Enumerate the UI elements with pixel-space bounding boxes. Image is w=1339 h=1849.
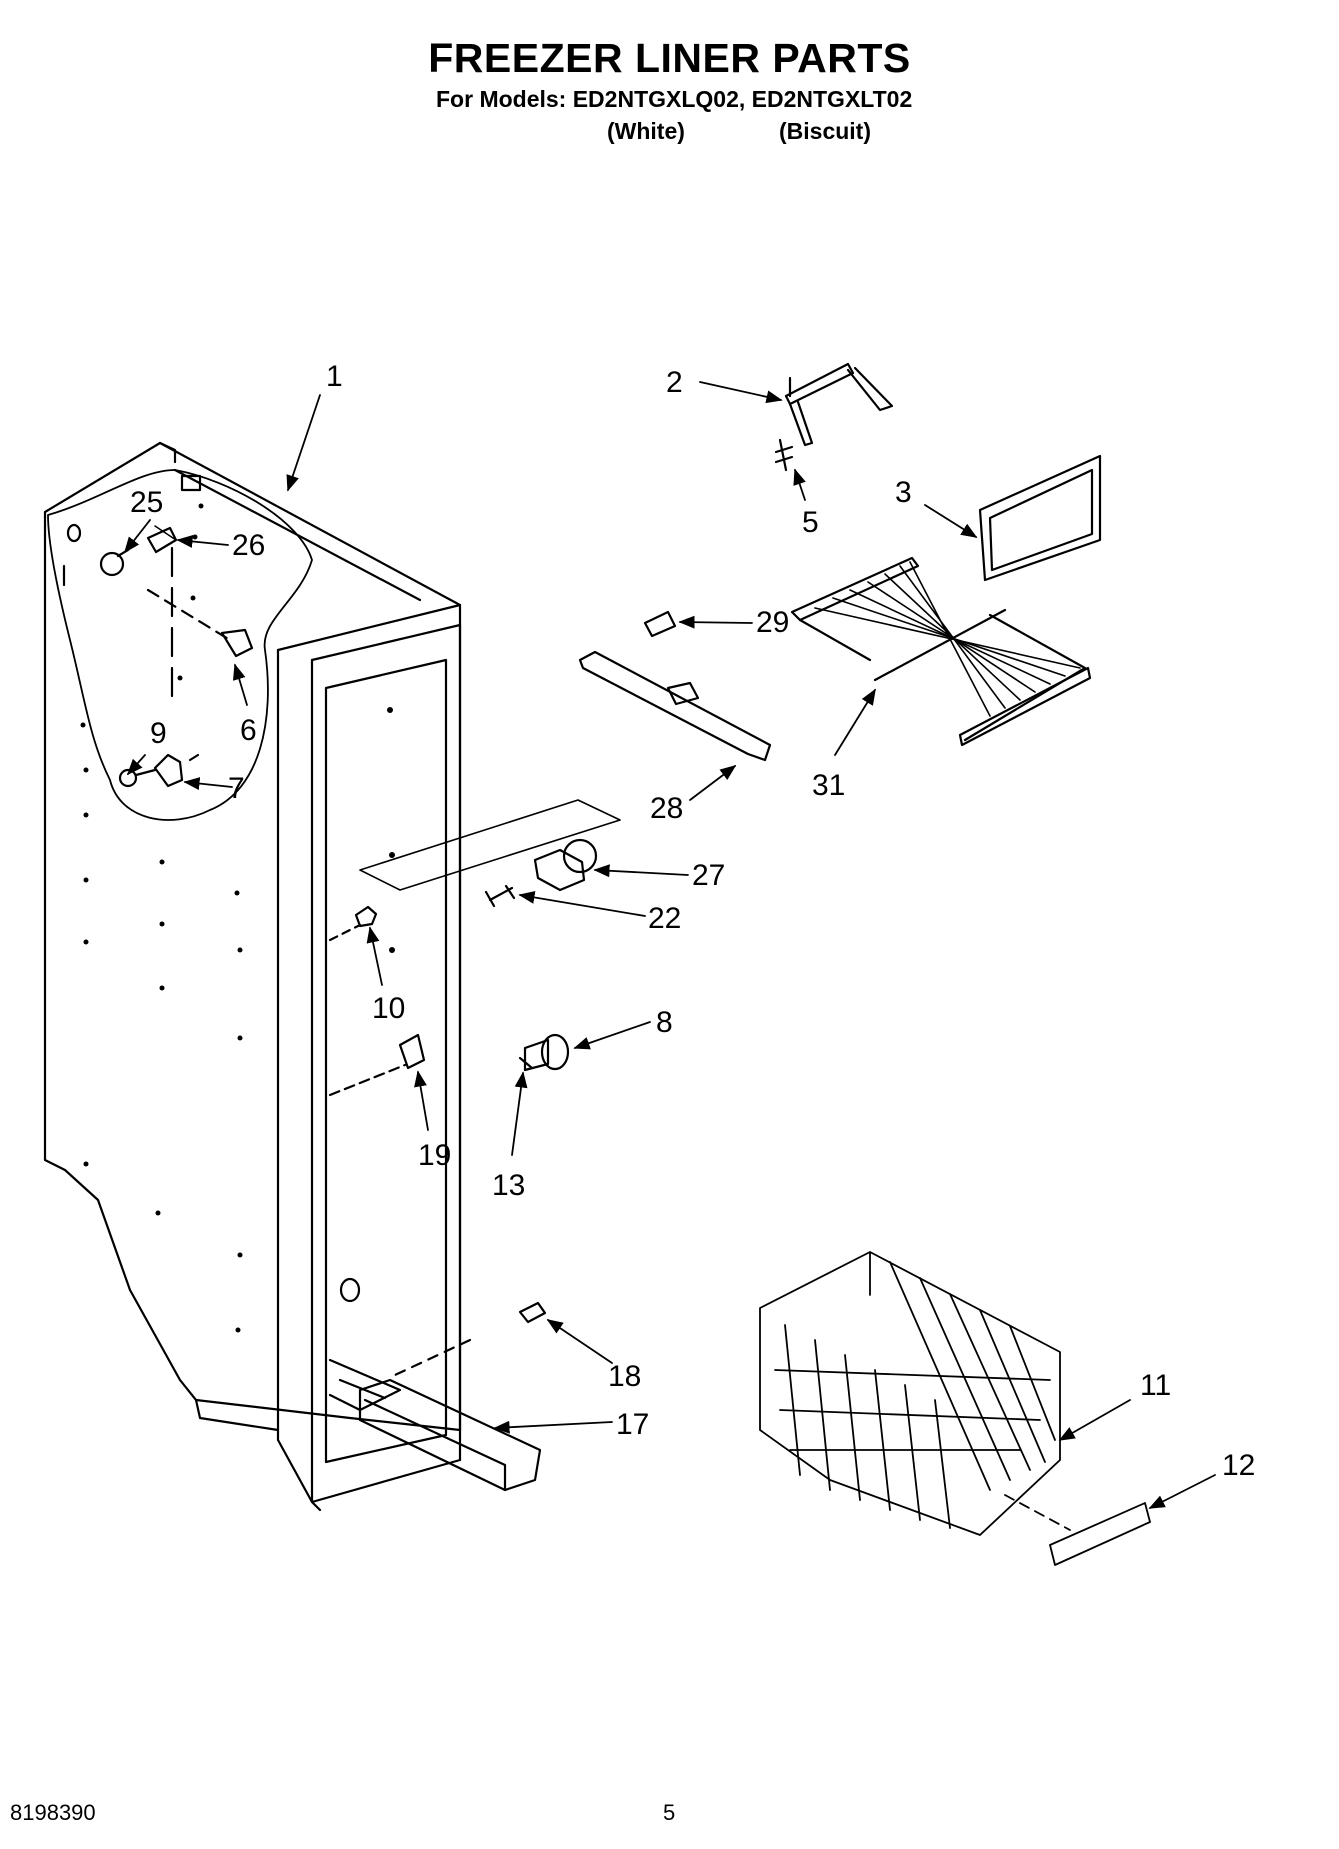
callout-29: 29 [756, 606, 789, 639]
document-number: 8198390 [10, 1800, 96, 1825]
callout-11: 11 [1140, 1369, 1171, 1402]
color-biscuit-label: (Biscuit) [779, 118, 871, 144]
freezer-liner [43, 441, 621, 1512]
callout-5: 5 [802, 506, 819, 539]
callout-19: 19 [418, 1139, 451, 1172]
color-white-label: (White) [607, 118, 685, 144]
callout-27: 27 [692, 859, 725, 892]
callout-31: 31 [812, 769, 845, 802]
page-title: FREEZER LINER PARTS [428, 35, 911, 81]
callout-28: 28 [650, 792, 683, 825]
freezer-basket [759, 1251, 1151, 1566]
light-bulb-and-socket [99, 525, 254, 788]
callout-1: 1 [326, 360, 343, 393]
callout-22: 22 [648, 902, 681, 935]
callout-7: 7 [228, 772, 245, 805]
shelf-support-parts [328, 362, 1102, 1492]
callout-8: 8 [656, 1006, 673, 1039]
callout-12: 12 [1222, 1449, 1255, 1482]
callout-6: 6 [240, 714, 257, 747]
callout-13: 13 [492, 1169, 525, 1202]
page-number: 5 [663, 1800, 676, 1825]
callout-18: 18 [608, 1360, 641, 1393]
callout-25: 25 [130, 486, 163, 519]
models-line: For Models: ED2NTGXLQ02, ED2NTGXLT02 [436, 86, 913, 112]
callout-numbers: 1 2 3 5 25 26 29 6 9 7 28 31 27 22 10 8 … [130, 360, 1255, 1482]
callout-26: 26 [232, 529, 265, 562]
callout-2: 2 [666, 366, 683, 399]
callout-9: 9 [150, 717, 167, 750]
callout-10: 10 [372, 992, 405, 1025]
callout-leaders [124, 381, 1216, 1509]
callout-17: 17 [616, 1408, 649, 1441]
callout-3: 3 [895, 476, 912, 509]
